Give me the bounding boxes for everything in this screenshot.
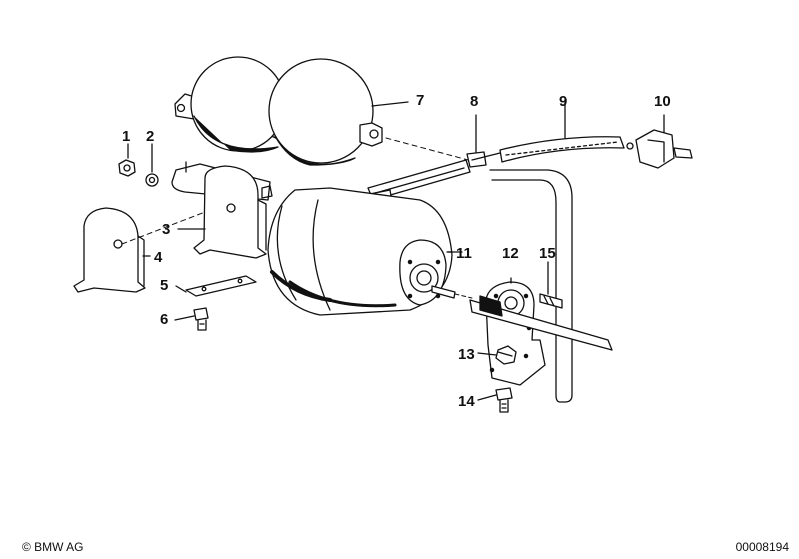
nut-1 bbox=[118, 159, 136, 177]
nut-13 bbox=[495, 345, 517, 365]
callout-13: 13 bbox=[458, 346, 475, 363]
image-code: 00008194 bbox=[735, 540, 789, 554]
callout-3: 3 bbox=[162, 221, 170, 238]
bolt-15 bbox=[539, 261, 563, 309]
callout-9: 9 bbox=[559, 93, 567, 110]
callout-2: 2 bbox=[146, 128, 154, 145]
callout-4: 4 bbox=[154, 249, 163, 266]
brake-booster bbox=[267, 187, 463, 316]
copyright-notice: © BMW AG bbox=[22, 540, 84, 554]
callout-11: 11 bbox=[456, 245, 472, 262]
callout-14: 14 bbox=[458, 393, 475, 410]
callout-5: 5 bbox=[160, 277, 168, 294]
callout-8: 8 bbox=[470, 93, 478, 110]
callout-6: 6 bbox=[160, 311, 168, 328]
callout-10: 10 bbox=[654, 93, 671, 110]
bracket-3 bbox=[171, 161, 273, 259]
callout-7: 7 bbox=[416, 92, 424, 109]
screw-6 bbox=[193, 307, 209, 331]
hose bbox=[489, 99, 625, 403]
callout-1: 1 bbox=[122, 128, 130, 145]
valve-unit bbox=[626, 114, 693, 169]
bracket-4 bbox=[73, 207, 146, 293]
screw-14 bbox=[495, 387, 513, 413]
washer-2 bbox=[145, 173, 159, 187]
callout-15: 15 bbox=[539, 245, 556, 262]
callout-12: 12 bbox=[502, 245, 519, 262]
accumulator-spheres bbox=[174, 56, 409, 166]
plate-5 bbox=[185, 275, 257, 297]
